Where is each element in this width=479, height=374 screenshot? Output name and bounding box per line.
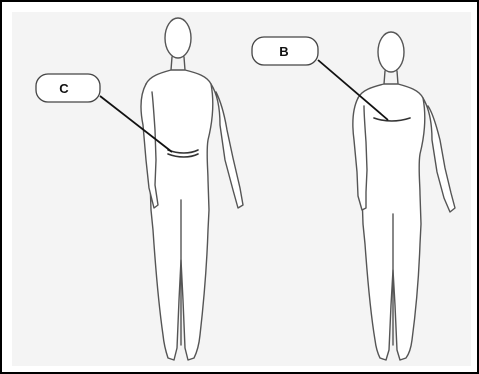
right-figure-arm-left — [353, 98, 367, 210]
left-figure-neck — [171, 57, 185, 70]
left-figure — [141, 18, 243, 360]
right-figure-head — [378, 32, 404, 72]
left-figure-head — [165, 18, 191, 58]
label-b-text: B — [279, 44, 288, 59]
right-figure-body — [356, 84, 424, 360]
right-figure-neck — [384, 71, 398, 84]
right-figure — [353, 32, 455, 360]
right-figure-arm-right — [423, 98, 455, 212]
label-c-text: C — [59, 81, 69, 96]
left-figure-arm-right — [211, 84, 243, 208]
left-figure-body — [144, 70, 212, 360]
